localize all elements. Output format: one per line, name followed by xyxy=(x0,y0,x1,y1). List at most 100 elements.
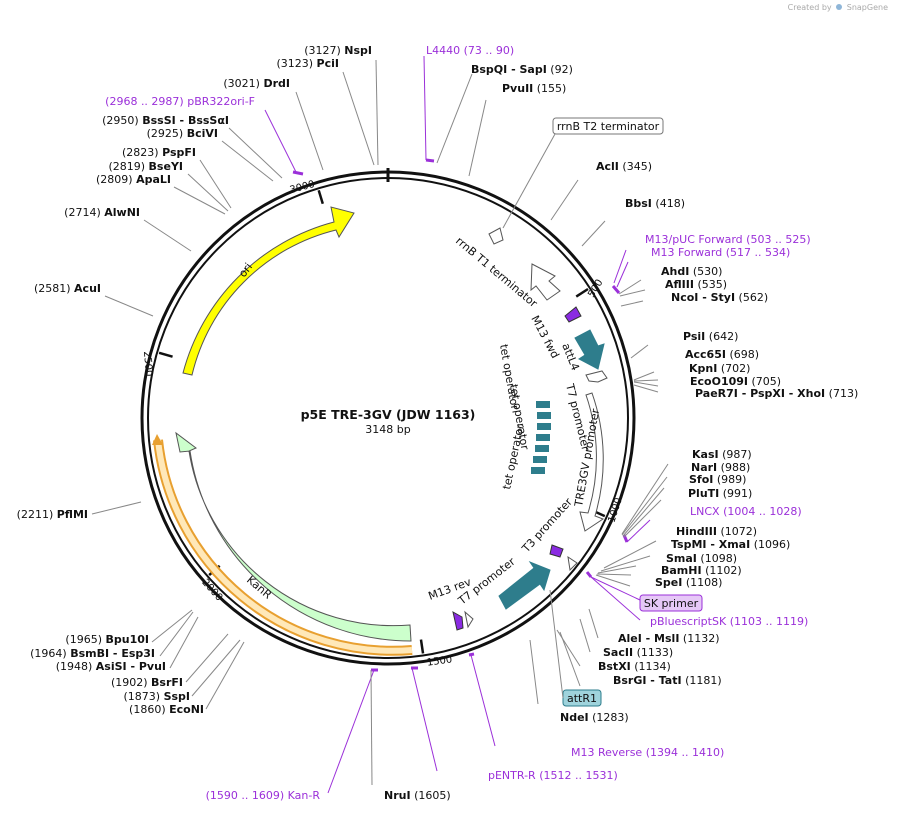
site-leader-line xyxy=(579,618,591,653)
site-name: BseYI xyxy=(149,160,183,173)
feature-kanr-arrowhead xyxy=(152,434,163,445)
site-name: LNCX xyxy=(690,505,720,518)
site-leader-line xyxy=(470,654,496,747)
site-label: SfoI (989) xyxy=(689,473,746,486)
site-leader-line xyxy=(228,127,283,179)
site-position: (987) xyxy=(722,448,752,461)
site-position: (1873) xyxy=(123,690,160,703)
site-position: (1181) xyxy=(685,674,722,687)
site-name: SmaI xyxy=(666,552,697,565)
site-leader-line xyxy=(618,279,642,295)
feature-t7-bottom xyxy=(464,610,474,629)
tick-label: 2500 xyxy=(141,351,154,377)
site-leader-line xyxy=(173,186,226,215)
site-leader-line xyxy=(595,574,631,587)
site-name: BsrFI xyxy=(151,676,183,689)
site-position: (3127) xyxy=(304,44,341,57)
site-position: (1965) xyxy=(65,633,102,646)
site-name: NspI xyxy=(344,44,372,57)
site-label: (2211) PflMI xyxy=(17,508,88,521)
site-label: PvuII (155) xyxy=(502,82,566,95)
site-name: DrdI xyxy=(263,77,290,90)
feature-t3-label: T3 promoter xyxy=(519,495,575,556)
plasmid-name: p5E TRE-3GV (JDW 1163) xyxy=(301,407,476,422)
site-name: PsiI xyxy=(683,330,705,343)
site-leader-line xyxy=(327,669,375,794)
site-position: (2823) xyxy=(122,146,159,159)
site-name: AlwNI xyxy=(104,206,140,219)
site-name: AcuI xyxy=(74,282,101,295)
site-label: (3123) PciI xyxy=(276,57,339,70)
site-name: NarI xyxy=(691,461,717,474)
site-label: M13/pUC Forward (503 .. 525) xyxy=(645,233,811,246)
site-name: TspMI - XmaI xyxy=(671,538,750,551)
site-label: AhdI (530) xyxy=(661,265,722,278)
site-leader-line xyxy=(633,371,655,381)
site-position: (2714) xyxy=(64,206,101,219)
feature-m13fwd xyxy=(564,306,582,323)
site-name: BsmBI - Esp3I xyxy=(70,647,155,660)
site-name: AclI xyxy=(596,160,619,173)
site-leader-line xyxy=(630,344,649,359)
site-leader-line xyxy=(143,219,192,252)
site-name: Kan-R xyxy=(288,789,321,802)
site-position: (1590 .. 1609) xyxy=(206,789,285,802)
site-position: (702) xyxy=(721,362,751,375)
site-label: M13 Reverse (1394 .. 1410) xyxy=(571,746,724,759)
site-position: (1098) xyxy=(700,552,737,565)
site-name: L4440 xyxy=(426,44,460,57)
site-position: (2968 .. 2987) xyxy=(105,95,184,108)
site-label: (2925) BciVI xyxy=(147,127,218,140)
site-position: (2925) xyxy=(147,127,184,140)
site-position: (1072) xyxy=(720,525,757,538)
site-leader-line xyxy=(633,384,659,393)
site-leader-line xyxy=(621,463,669,535)
site-leader-line xyxy=(559,631,581,687)
site-position: (1283) xyxy=(592,711,629,724)
site-label: (2823) PspFI xyxy=(122,146,196,159)
site-name: BssSI - BssSαI xyxy=(142,114,229,127)
site-position: (1132) xyxy=(683,632,720,645)
site-position: (1096) xyxy=(754,538,791,551)
site-name: AhdI xyxy=(661,265,689,278)
site-position: (1108) xyxy=(686,576,723,589)
site-leader-line xyxy=(550,179,579,221)
site-position: (1134) xyxy=(634,660,671,673)
site-position: (530) xyxy=(693,265,723,278)
site-position: (1004 .. 1028) xyxy=(723,505,802,518)
site-leader-line xyxy=(370,669,373,786)
feature-tet-operators xyxy=(531,401,551,474)
site-position: (1605) xyxy=(414,789,451,802)
site-name: Bpu10I xyxy=(106,633,150,646)
site-name: HindIII xyxy=(676,525,717,538)
feature-kanr xyxy=(175,431,412,642)
site-label: KasI (987) xyxy=(692,448,752,461)
site-label: PluTI (991) xyxy=(688,487,752,500)
site-leader-line xyxy=(588,608,599,639)
feature-attr1 xyxy=(498,560,551,610)
site-name: SspI xyxy=(164,690,190,703)
tick-label: 1000 xyxy=(606,496,624,524)
feature-rrnb-t1 xyxy=(530,263,561,301)
site-leader-line xyxy=(623,499,662,538)
site-position: (1902) xyxy=(111,676,148,689)
label-rrnb-t2-box: rrnB T2 terminator xyxy=(502,117,664,229)
site-name: PciI xyxy=(317,57,339,70)
site-label: HindIII (1072) xyxy=(676,525,757,538)
site-label: (1873) SspI xyxy=(123,690,190,703)
label-attr1: attR1 xyxy=(567,692,597,705)
site-position: (1394 .. 1410) xyxy=(646,746,725,759)
site-leader-line xyxy=(620,300,644,307)
site-label: (1902) BsrFI xyxy=(111,676,183,689)
feature-ori xyxy=(182,206,355,376)
site-label: (2714) AlwNI xyxy=(64,206,140,219)
site-name: BbsI xyxy=(625,197,652,210)
site-leader-line xyxy=(603,540,657,569)
site-name: BspQI - SapI xyxy=(471,63,547,76)
site-leader-line xyxy=(104,295,154,317)
site-leader-line xyxy=(622,487,665,537)
site-leader-line xyxy=(221,140,274,182)
site-label: SpeI (1108) xyxy=(655,576,722,589)
site-label: (2950) BssSI - BssSαI xyxy=(102,114,229,127)
